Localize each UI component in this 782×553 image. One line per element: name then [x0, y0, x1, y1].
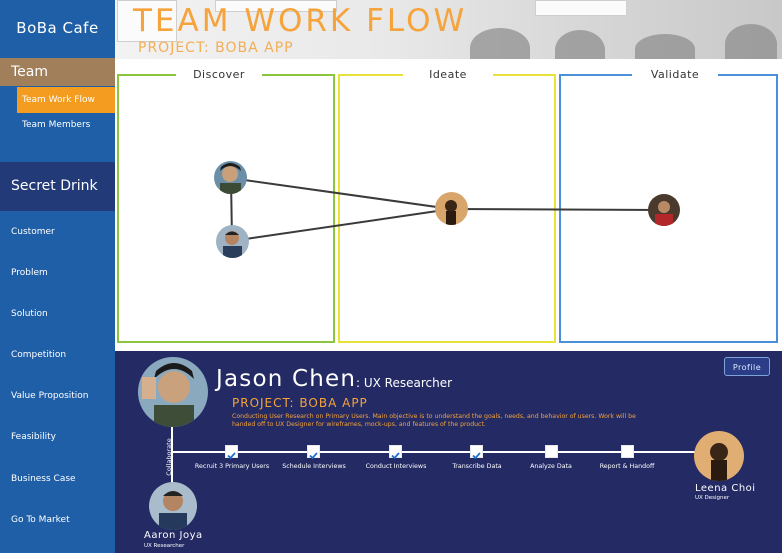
collaborator-avatar-aaron-joya[interactable] [149, 482, 197, 530]
banner-people-silhouette [470, 28, 530, 59]
sidebar-section-secret-drink[interactable]: Secret Drink [0, 162, 115, 211]
profile-avatar-jason-chen[interactable] [138, 357, 208, 427]
collaborator-role: UX Researcher [144, 543, 185, 549]
handoff-role: UX Designer [695, 495, 730, 501]
collaborate-label: Collaborate [165, 438, 173, 476]
header-banner [115, 0, 782, 59]
step-checkbox-conduct[interactable] [389, 445, 402, 460]
profile-name: Jason Chen [216, 366, 357, 392]
step-label-transcribe: Transcribe Data [452, 463, 502, 470]
banner-people-silhouette [725, 24, 777, 59]
sidebar-item-business-case[interactable]: Business Case [11, 474, 76, 484]
step-checkbox-report[interactable] [621, 445, 634, 458]
step-label-schedule: Schedule Interviews [282, 463, 346, 470]
handoff-avatar-leena-choi[interactable] [694, 431, 744, 481]
handoff-name: Leena Choi [695, 483, 756, 494]
step-checkbox-schedule[interactable] [307, 445, 320, 460]
sidebar-section-team[interactable]: Team [0, 58, 115, 86]
step-checkbox-transcribe[interactable] [470, 445, 483, 460]
avatar-jason-chen[interactable] [214, 161, 247, 194]
sidebar-item-problem[interactable]: Problem [11, 268, 48, 278]
sidebar-item-competition[interactable]: Competition [11, 350, 67, 360]
collaborator-name: Aaron Joya [144, 530, 203, 541]
banner-window-decoration [535, 0, 627, 16]
step-checkbox-analyze[interactable] [545, 445, 558, 458]
sidebar-item-team-members[interactable]: Team Members [22, 120, 91, 130]
page-title: TEAM WORK FLOW [133, 3, 468, 39]
step-label-recruit: Recruit 3 Primary Users [194, 463, 270, 470]
sidebar-item-customer[interactable]: Customer [11, 227, 55, 237]
step-label-analyze: Analyze Data [530, 463, 572, 470]
avatar-validator[interactable] [648, 194, 680, 226]
profile-project: PROJECT: BOBA APP [232, 396, 368, 410]
stage-label-ideate: Ideate [403, 67, 493, 83]
brand-logo[interactable]: BoBa Cafe [0, 0, 115, 58]
avatar-leena-choi[interactable] [435, 192, 468, 225]
sidebar-item-feasibility[interactable]: Feasibility [11, 432, 56, 442]
stage-label-validate: Validate [632, 67, 718, 83]
banner-window-decoration [117, 0, 177, 42]
banner-people-silhouette [555, 30, 605, 59]
sidebar-item-solution[interactable]: Solution [11, 309, 48, 319]
sidebar-item-go-to-market[interactable]: Go To Market [11, 515, 70, 525]
step-label-report: Report & Handoff [599, 463, 655, 470]
banner-people-silhouette [635, 34, 695, 59]
profile-description: Conducting User Research on Primary User… [232, 413, 636, 428]
page-subtitle: PROJECT: BOBA APP [138, 40, 294, 56]
banner-window-decoration [215, 0, 337, 12]
stage-label-discover: Discover [176, 67, 262, 83]
step-label-conduct: Conduct Interviews [365, 463, 427, 470]
profile-role: : UX Researcher [356, 376, 453, 390]
sidebar: BoBa Cafe Team Team Work Flow Team Membe… [0, 0, 115, 553]
sidebar-item-team-work-flow[interactable]: Team Work Flow [17, 87, 115, 113]
profile-button[interactable]: Profile [724, 357, 770, 376]
avatar-aaron-joya[interactable] [216, 225, 249, 258]
step-checkbox-recruit[interactable] [225, 445, 238, 460]
sidebar-item-value-proposition[interactable]: Value Proposition [11, 391, 89, 401]
